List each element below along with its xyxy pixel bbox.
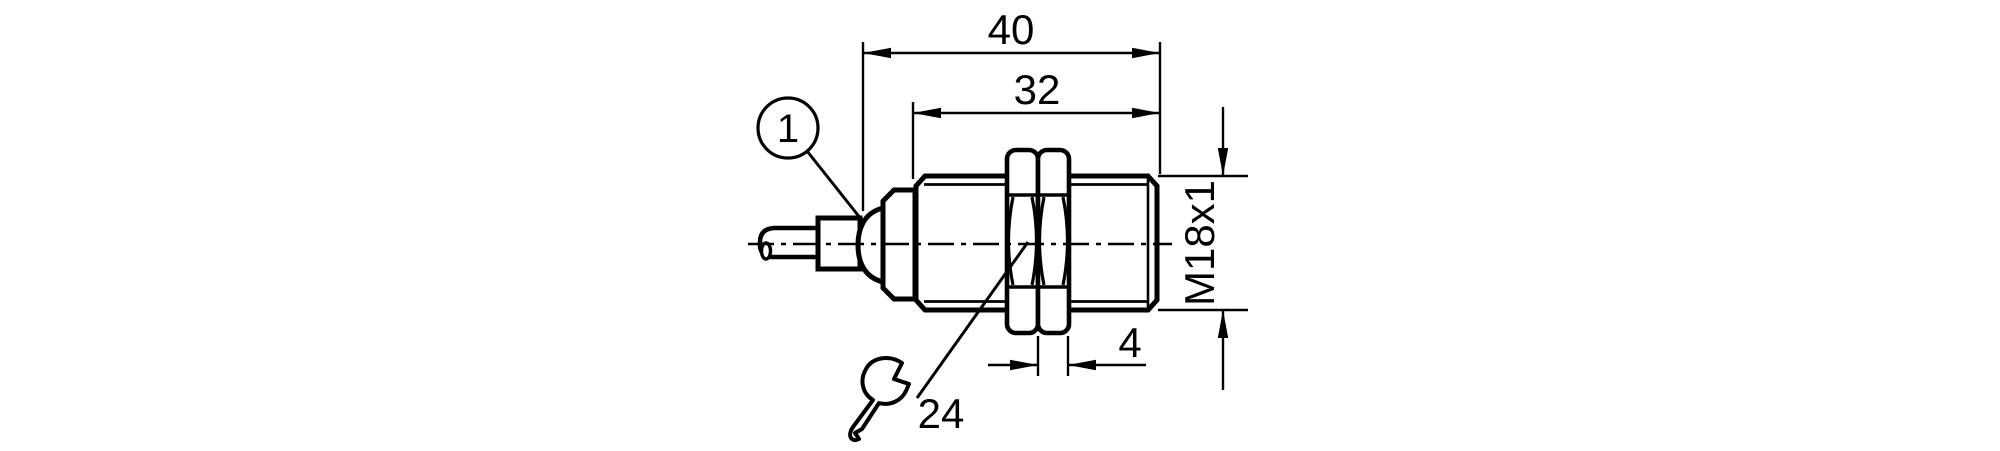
leader-line [915, 241, 1030, 399]
dim-label-overall-length: 40 [988, 6, 1035, 53]
arrowhead-left [863, 47, 891, 59]
dim-label-thread-length: 32 [1014, 66, 1061, 113]
sensor-outline [757, 147, 1160, 336]
leader-line [805, 150, 863, 220]
wrench-size-callout: 24 [848, 241, 1030, 442]
dimension-overall-length: 40 [861, 6, 1162, 211]
arrowhead-up [1217, 310, 1229, 338]
arrowhead-left [913, 107, 941, 119]
position-callout: 1 [756, 96, 863, 220]
dim-label-nut-width: 4 [1118, 319, 1141, 366]
cable-end [759, 241, 773, 261]
callout-circle [756, 96, 820, 160]
dim-label-thread-spec: M18x1 [1176, 180, 1223, 306]
wrench-icon [848, 356, 911, 442]
hex-nut-left [1004, 147, 1041, 336]
arrowhead-down [1217, 148, 1229, 176]
hex-nut-right [1035, 147, 1072, 336]
callout-number: 1 [777, 107, 799, 151]
arrowhead-left [1068, 359, 1096, 371]
arrowhead-right [1010, 359, 1038, 371]
dimension-thread-length: 32 [911, 66, 1160, 179]
dimension-nut-width: 4 [988, 319, 1146, 376]
dimension-thread-spec: M18x1 [1158, 107, 1248, 390]
wrench-size-label: 24 [918, 390, 965, 437]
arrowhead-right [1132, 47, 1160, 59]
arrowhead-right [1132, 107, 1160, 119]
